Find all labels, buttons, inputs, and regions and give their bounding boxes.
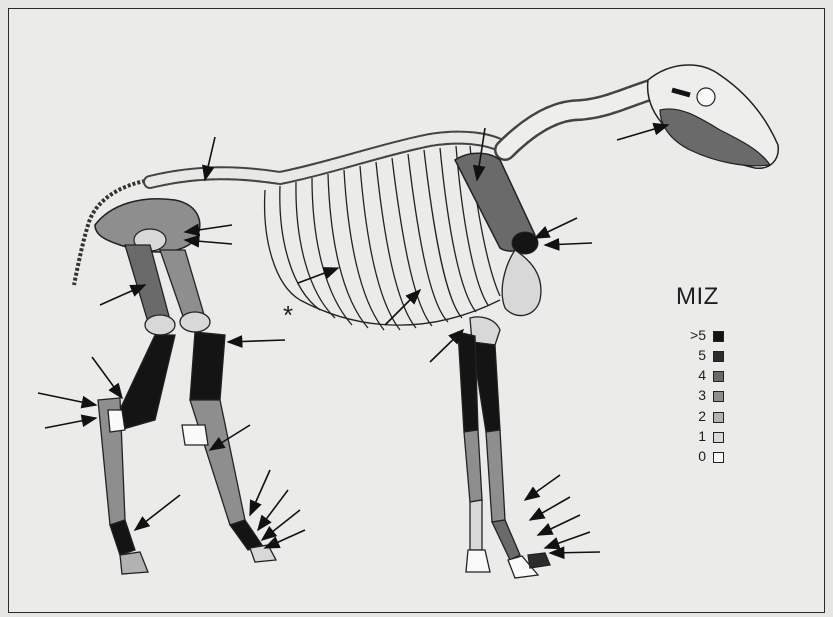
legend-swatch [713, 331, 724, 342]
legend-label: 3 [676, 387, 706, 403]
asterisk-marker: * [283, 300, 293, 331]
legend-swatch [713, 412, 724, 423]
legend-swatch [713, 432, 724, 443]
legend-label: 0 [676, 448, 706, 464]
legend-label: 5 [676, 347, 706, 363]
legend-label: 4 [676, 367, 706, 383]
legend-label: >5 [676, 327, 706, 343]
legend-label: 2 [676, 408, 706, 424]
legend-swatch [713, 391, 724, 402]
legend-swatch [713, 371, 724, 382]
legend-swatch [713, 351, 724, 362]
legend-swatch [713, 452, 724, 463]
legend-title: MIZ [676, 283, 719, 311]
indicator-arrows [38, 125, 668, 553]
humerus [502, 250, 541, 316]
legend-label: 1 [676, 428, 706, 444]
front-legs [458, 317, 550, 578]
